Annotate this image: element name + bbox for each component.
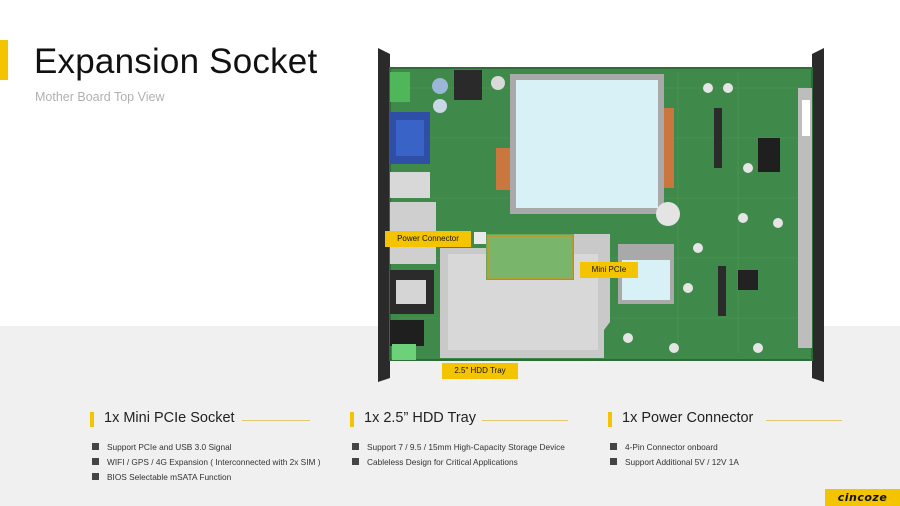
feature-bullet: WIFI / GPS / 4G Expansion ( Interconnect… [92, 457, 321, 472]
feature-hdd-tray: 1x 2.5” HDD Tray Support 7 / 9.5 / 15mm … [350, 410, 610, 467]
callout-power-connector: Power Connector [385, 231, 471, 247]
feature-mini-pcie: 1x Mini PCIe Socket Support PCIe and USB… [90, 410, 350, 482]
feature-divider [766, 420, 842, 421]
feature-accent-mark [350, 412, 354, 427]
cincoze-logo: cincoze [825, 489, 900, 506]
feature-title: 1x 2.5” HDD Tray [364, 410, 476, 426]
feature-power-connector: 1x Power Connector 4-Pin Connector onboa… [608, 410, 868, 467]
feature-divider [242, 420, 310, 421]
feature-divider [482, 420, 568, 421]
feature-title: 1x Mini PCIe Socket [104, 410, 235, 426]
feature-bullet: Support 7 / 9.5 / 15mm High-Capacity Sto… [352, 442, 565, 457]
callout-hdd-tray: 2.5" HDD Tray [442, 363, 518, 379]
feature-accent-mark [90, 412, 94, 427]
feature-bullet: 4-Pin Connector onboard [610, 442, 739, 457]
title-accent-bar [0, 40, 8, 80]
feature-bullet: BIOS Selectable mSATA Function [92, 472, 321, 487]
motherboard-image [378, 48, 824, 382]
page-subtitle: Mother Board Top View [35, 90, 165, 104]
feature-bullet: Cableless Design for Critical Applicatio… [352, 457, 565, 472]
feature-title: 1x Power Connector [622, 410, 754, 426]
feature-bullet: Support Additional 5V / 12V 1A [610, 457, 739, 472]
feature-accent-mark [608, 412, 612, 427]
callout-mini-pcie: Mini PCIe [580, 262, 638, 278]
page-title: Expansion Socket [34, 42, 318, 81]
feature-bullet: Support PCIe and USB 3.0 Signal [92, 442, 321, 457]
